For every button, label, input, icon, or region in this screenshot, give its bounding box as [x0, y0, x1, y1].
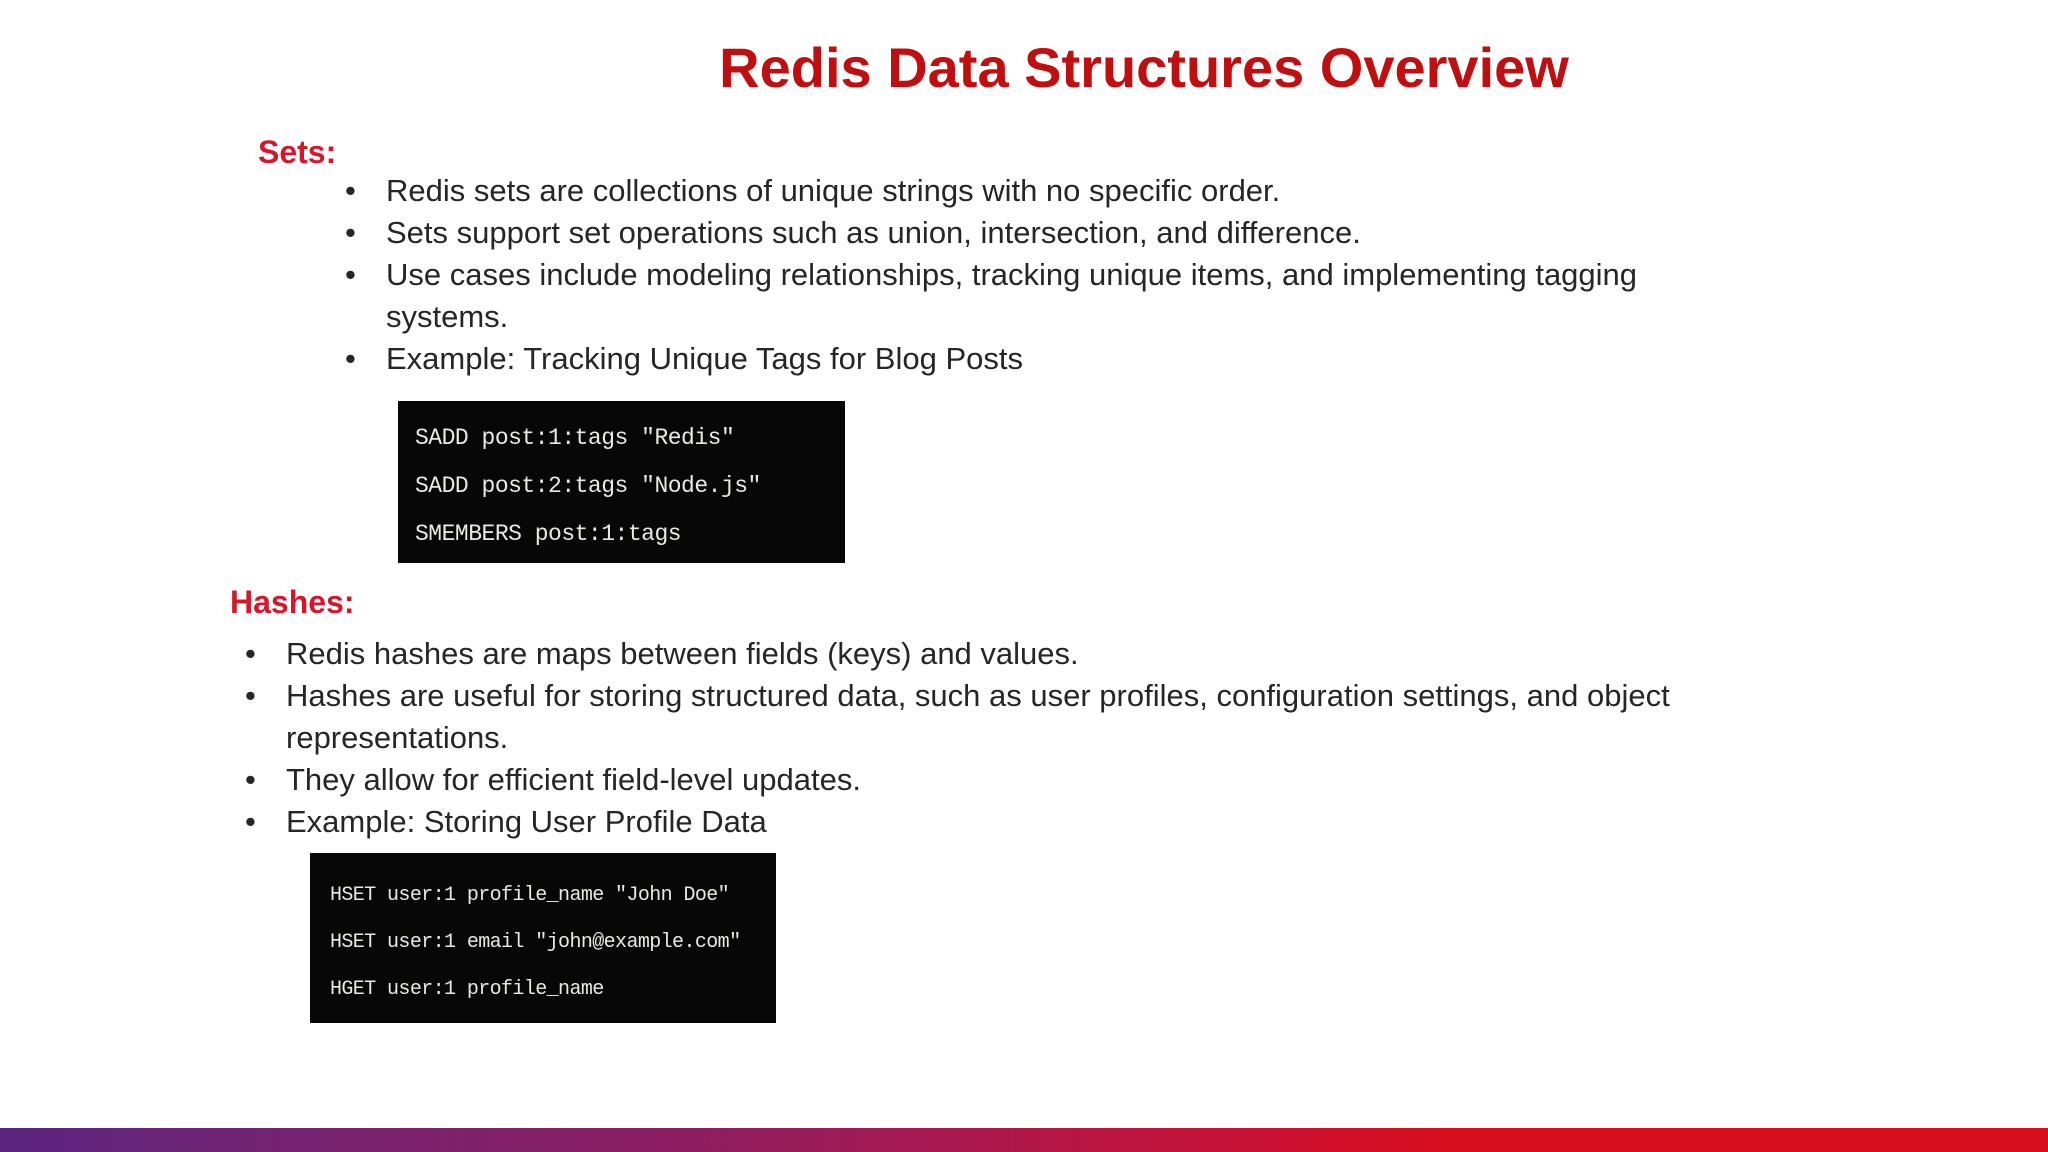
code-block-hashes-example: HSET user:1 profile_name "John Doe" HSET … [310, 853, 776, 1023]
sets-bullet-list: Redis sets are collections of unique str… [343, 170, 1743, 380]
code-line: SMEMBERS post:1:tags [415, 521, 682, 547]
bullet-item: They allow for efficient field-level upd… [243, 759, 1803, 801]
code-line: HSET user:1 email "john@example.com" [330, 931, 741, 954]
code-line: SADD post:2:tags "Node.js" [415, 473, 761, 499]
code-line: HGET user:1 profile_name [330, 978, 604, 1001]
bullet-item: Hashes are useful for storing structured… [243, 675, 1803, 759]
bullet-item: Example: Tracking Unique Tags for Blog P… [343, 338, 1743, 380]
bullet-item: Redis sets are collections of unique str… [343, 170, 1743, 212]
bullet-item: Redis hashes are maps between fields (ke… [243, 633, 1803, 675]
hashes-bullet-list: Redis hashes are maps between fields (ke… [243, 633, 1803, 843]
slide-title: Redis Data Structures Overview [719, 36, 1569, 99]
footer-gradient-bar [0, 1128, 2048, 1152]
bullet-item: Example: Storing User Profile Data [243, 801, 1803, 843]
sets-heading: Sets: [258, 134, 337, 170]
code-line: HSET user:1 profile_name "John Doe" [330, 884, 730, 907]
bullet-item: Sets support set operations such as unio… [343, 212, 1743, 254]
bullet-item: Use cases include modeling relationships… [343, 254, 1743, 338]
code-line: SADD post:1:tags "Redis" [415, 425, 735, 451]
hashes-heading: Hashes: [230, 584, 355, 620]
code-block-sets-example: SADD post:1:tags "Redis" SADD post:2:tags… [398, 401, 845, 563]
